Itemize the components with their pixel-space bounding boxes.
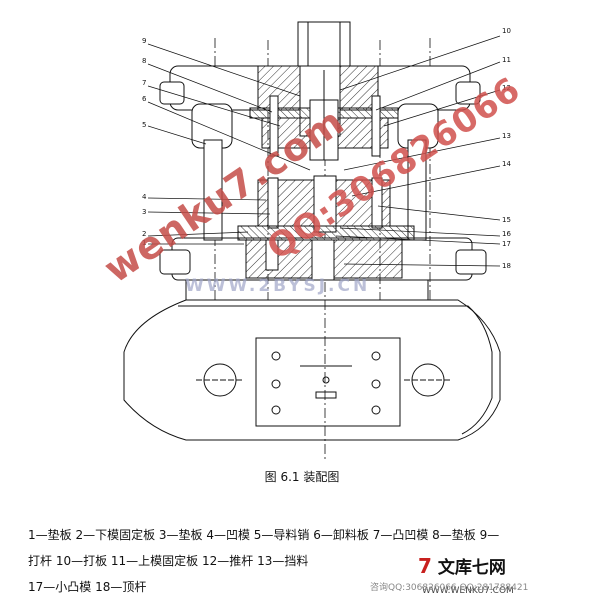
callout-6: 6: [142, 95, 147, 103]
callout-15: 15: [502, 216, 511, 224]
brand-name: 文库七网: [437, 558, 506, 578]
callout-13: 13: [502, 132, 511, 140]
brand-url: WWW.WENKU7.COM: [422, 586, 514, 596]
upper-die-set: [159, 65, 481, 161]
callout-3: 3: [142, 208, 146, 216]
callout-18: 18: [502, 262, 511, 270]
lower-die-set: [159, 237, 487, 300]
callout-4: 4: [142, 193, 147, 201]
callout-9: 9: [142, 37, 146, 45]
callout-17: 17: [502, 240, 511, 248]
plan-view: [123, 299, 501, 441]
legend-line-1: 1—垫板 2—下模固定板 3—垫板 4—凹模 5—导料销 6—卸料板 7—凸凹模…: [28, 528, 500, 542]
callout-12: 12: [502, 84, 511, 92]
callout-11: 11: [502, 56, 511, 64]
callout-10: 10: [502, 27, 511, 35]
watermark-url: WWW.2BYSJ.CN: [185, 276, 371, 296]
brand-seven-mark: 7: [418, 554, 432, 578]
die-shank: [297, 21, 351, 71]
callout-1: 1: [142, 239, 146, 247]
brand-logo: 7 文库七网 WWW.WENKU7.COM: [418, 553, 604, 598]
callout-14: 14: [502, 160, 511, 168]
figure-caption: 图 6.1 装配图: [264, 470, 340, 484]
guide-pillars: [191, 103, 439, 241]
legend-line-3: 17—小凸模 18—顶杆: [28, 580, 147, 594]
callout-7: 7: [142, 79, 146, 87]
callout-labels: 9 8 7 6 5 4 3 2 1 10 11 12 13 14 15 16 1…: [142, 27, 511, 270]
callout-5: 5: [142, 121, 146, 129]
callout-2: 2: [142, 230, 146, 238]
brand-contact: 咨询QQ:306826066 QQ:281788421: [370, 583, 529, 593]
callout-8: 8: [142, 57, 146, 65]
lower-die: [237, 175, 415, 281]
leader-lines: [147, 35, 501, 267]
legend-line-2: 打杆 10—打板 11—上模固定板 12—推杆 13—挡料: [28, 554, 309, 568]
callout-16: 16: [502, 230, 511, 238]
assembly-drawing: 9 8 7 6 5 4 3 2 1 10 11 12 13 14 15 16 1…: [123, 21, 511, 460]
